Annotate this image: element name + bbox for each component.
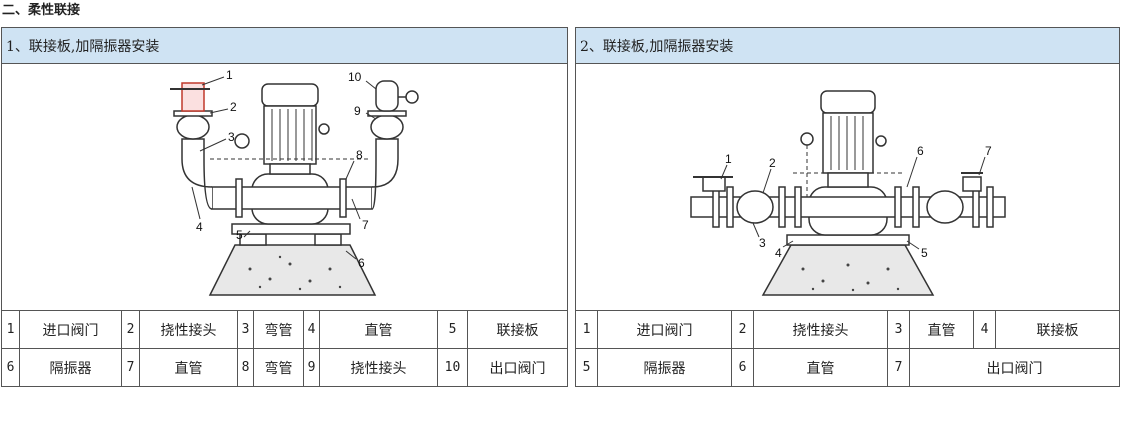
legend-number: 1 (1, 310, 20, 349)
left-pump-diagram: 1 2 3 4 5 6 7 8 9 10 (169, 69, 419, 296)
section-title: 二、柔性联接 (2, 3, 81, 18)
legend-label: 直管 (753, 348, 888, 387)
right-motor-cap (819, 90, 876, 114)
right-callout-labels: 1 2 3 4 5 6 7 (725, 144, 992, 260)
right-flex-joint-outlet (925, 190, 964, 224)
left-outlet-valve (374, 80, 399, 112)
right-callout: 1 (725, 152, 732, 166)
right-pump-diagram: 1 2 3 4 5 6 7 (689, 90, 1006, 296)
legend-label: 挠性接头 (319, 348, 438, 387)
left-callout: 10 (348, 70, 362, 84)
left-isolator-a (238, 233, 267, 246)
legend-number: 7 (887, 348, 910, 387)
legend-label: 挠性接头 (753, 310, 888, 349)
legend-label: 直管 (139, 348, 238, 387)
legend-number: 2 (731, 310, 754, 349)
legend-label: 进口阀门 (597, 310, 732, 349)
legend-label: 隔振器 (597, 348, 732, 387)
legend-label: 弯管 (253, 310, 304, 349)
left-callout: 5 (236, 228, 243, 242)
left-pressure-gauge (233, 133, 250, 149)
right-diagram-cell: 1 2 3 4 5 6 7 (574, 63, 1121, 311)
legend-label: 出口阀门 (466, 348, 569, 387)
legend-label: 出口阀门 (908, 348, 1121, 387)
left-header: 1、联接板,加隔振器安装 (0, 27, 569, 64)
left-legend-row-2: 6 隔振器 7 直管 8 弯管 9 挠性接头 10 出口阀门 (1, 348, 569, 387)
left-callout: 1 (226, 69, 233, 82)
legend-number: 2 (121, 310, 140, 349)
left-callout: 3 (228, 130, 235, 144)
right-installation-panel: 2、联接板,加隔振器安装 (574, 27, 1121, 387)
legend-number: 9 (303, 348, 320, 387)
right-callout: 7 (985, 144, 992, 158)
left-callout: 4 (196, 220, 203, 234)
legend-label: 联接板 (994, 310, 1121, 349)
right-connection-plate (785, 234, 910, 246)
right-header: 2、联接板,加隔振器安装 (574, 27, 1121, 64)
right-callout: 6 (917, 144, 924, 158)
legend-label: 直管 (909, 310, 974, 349)
legend-number: 8 (237, 348, 254, 387)
legend-number: 4 (973, 310, 996, 349)
left-installation-panel: 1、联接板,加隔振器安装 (0, 27, 569, 387)
right-inlet-valve (701, 176, 726, 192)
legend-label: 进口阀门 (19, 310, 122, 349)
left-legend-row-1: 1 进口阀门 2 挠性接头 3 弯管 4 直管 5 联接板 (1, 310, 569, 349)
legend-number: 7 (121, 348, 140, 387)
left-callout: 7 (362, 218, 369, 232)
left-motor-cap (260, 83, 319, 107)
right-callout: 2 (769, 156, 776, 170)
legend-number: 4 (303, 310, 320, 349)
legend-number: 6 (731, 348, 754, 387)
right-foundation (761, 244, 934, 296)
left-installation-table: 1、联接板,加隔振器安装 (0, 27, 569, 387)
right-pressure-gauge (799, 132, 814, 146)
left-inlet-valve (180, 82, 205, 112)
right-installation-table: 2、联接板,加隔振器安装 (574, 27, 1121, 387)
left-callout: 9 (354, 104, 361, 118)
left-elbow-outlet (370, 138, 399, 210)
right-flex-joint-inlet (735, 190, 774, 224)
left-diagram-cell: 1 2 3 4 5 6 7 8 9 10 (0, 63, 569, 311)
right-callout: 3 (759, 236, 766, 250)
legend-number: 5 (437, 310, 468, 349)
right-callout: 5 (921, 246, 928, 260)
left-motor (262, 105, 317, 165)
legend-number: 3 (887, 310, 910, 349)
legend-number: 10 (437, 348, 468, 387)
legend-label: 直管 (319, 310, 438, 349)
right-callout: 4 (775, 246, 782, 260)
legend-number: 1 (575, 310, 598, 349)
left-foundation (208, 244, 376, 296)
legend-number: 3 (237, 310, 254, 349)
right-outlet-valve (961, 176, 982, 192)
legend-label: 隔振器 (19, 348, 122, 387)
legend-label: 联接板 (466, 310, 569, 349)
left-callout-labels: 1 2 3 4 5 6 7 8 9 10 (196, 69, 369, 270)
right-legend-row-1: 1 进口阀门 2 挠性接头 3 直管 4 联接板 (575, 310, 1121, 349)
legend-label: 挠性接头 (139, 310, 238, 349)
right-legend-row-2: 5 隔振器 6 直管 7 出口阀门 (575, 348, 1121, 387)
legend-number: 6 (1, 348, 20, 387)
legend-number: 5 (575, 348, 598, 387)
left-elbow-inlet (180, 138, 212, 210)
left-flex-joint-inlet (175, 114, 210, 140)
legend-label: 弯管 (253, 348, 304, 387)
left-callout: 8 (356, 148, 363, 162)
left-callout: 6 (358, 256, 365, 270)
left-isolator-b (313, 233, 342, 246)
left-callout: 2 (230, 100, 237, 114)
left-connection-plate (230, 223, 351, 235)
